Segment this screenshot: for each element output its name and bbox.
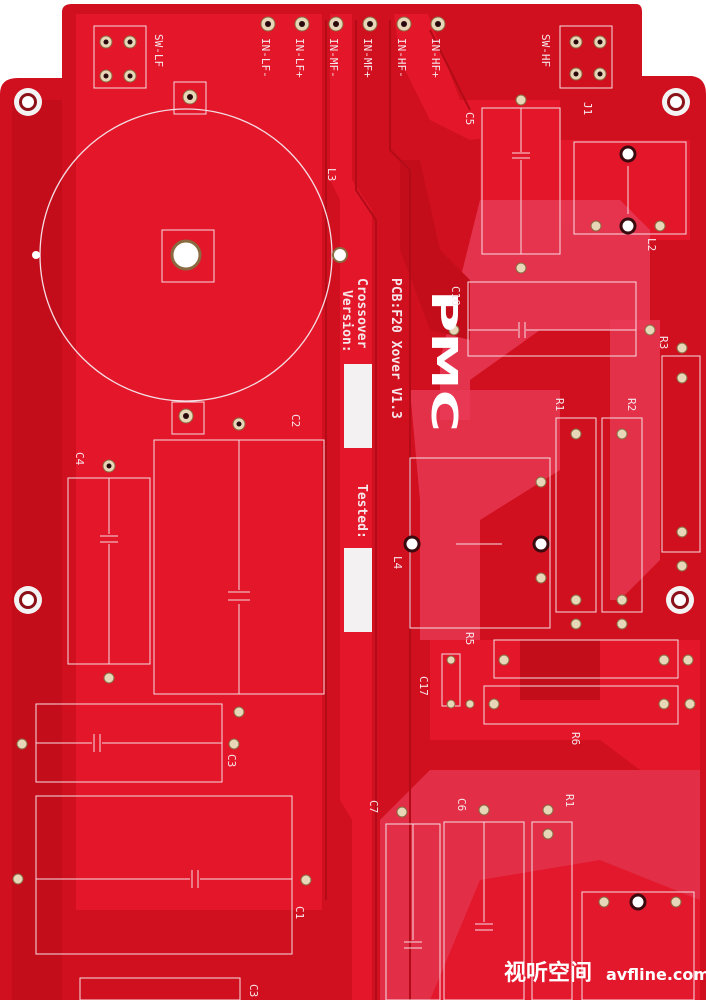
svg-text:IN-HF+: IN-HF+ bbox=[429, 38, 442, 78]
svg-text:L2: L2 bbox=[645, 238, 658, 251]
component-outlines bbox=[12, 94, 701, 1000]
tested-field bbox=[344, 548, 372, 632]
svg-text:R2: R2 bbox=[625, 398, 638, 411]
c5-label: C5 bbox=[463, 112, 476, 125]
input-label-hf-plus: IN-HF+ bbox=[429, 38, 442, 78]
r1-label: R1 bbox=[563, 794, 576, 807]
watermark-cn: 视听空间 bbox=[504, 960, 592, 986]
svg-text:IN-MF+: IN-MF+ bbox=[361, 38, 374, 78]
svg-text:C10: C10 bbox=[449, 286, 462, 306]
svg-text:IN-HF-: IN-HF- bbox=[395, 38, 408, 78]
svg-text:Version:: Version: bbox=[339, 290, 354, 353]
mounting-holes bbox=[14, 88, 694, 614]
switch-sw-hf bbox=[559, 25, 613, 89]
svg-text:R3: R3 bbox=[657, 336, 670, 349]
svg-text:C3: C3 bbox=[247, 984, 260, 997]
svg-text:L3: L3 bbox=[325, 168, 338, 181]
svg-text:C17: C17 bbox=[417, 676, 430, 696]
svg-text:R6: R6 bbox=[569, 732, 582, 745]
svg-text:IN-LF-: IN-LF- bbox=[259, 38, 272, 78]
svg-text:C4: C4 bbox=[73, 452, 86, 466]
svg-text:J1: J1 bbox=[581, 102, 594, 115]
traces bbox=[325, 20, 471, 1000]
j1-label: J1 bbox=[581, 102, 594, 115]
svg-text:C6: C6 bbox=[455, 798, 468, 811]
svg-text:R1: R1 bbox=[553, 398, 566, 411]
switch-sw-lf bbox=[93, 25, 147, 89]
svg-text:Tested:: Tested: bbox=[354, 484, 369, 539]
svg-text:C7: C7 bbox=[367, 800, 380, 813]
svg-text:Crossover: Crossover bbox=[354, 278, 369, 349]
svg-text:SW-LF: SW-LF bbox=[152, 34, 165, 67]
c6-label: C6 bbox=[455, 798, 468, 811]
svg-text:PCB:F20 Xover V1.3: PCB:F20 Xover V1.3 bbox=[388, 278, 403, 419]
svg-text:C3: C3 bbox=[225, 754, 238, 767]
c2-label: C2 bbox=[289, 414, 302, 427]
input-pads bbox=[260, 16, 446, 32]
sw-lf-label: SW-LF bbox=[152, 34, 165, 67]
input-label-mf-minus: IN-MF- bbox=[327, 38, 340, 78]
svg-text:PMC: PMC bbox=[423, 290, 464, 432]
c10-label: C10 bbox=[449, 286, 462, 306]
input-label-lf-plus: IN-LF+ bbox=[293, 38, 306, 78]
svg-text:SW-HF: SW-HF bbox=[539, 34, 552, 67]
pmc-logo: PMC bbox=[423, 290, 464, 432]
svg-text:R1: R1 bbox=[563, 794, 576, 807]
svg-text:IN-MF-: IN-MF- bbox=[327, 38, 340, 78]
c3b-label: C3 bbox=[247, 984, 260, 997]
input-label-mf-plus: IN-MF+ bbox=[361, 38, 374, 78]
svg-text:C1: C1 bbox=[293, 906, 306, 919]
sw-hf-label: SW-HF bbox=[539, 34, 552, 67]
l4-label: L4 bbox=[391, 556, 404, 570]
version-label: Version: bbox=[339, 290, 354, 353]
board-title: PCB:F20 Xover V1.3 bbox=[388, 278, 403, 419]
r3-label: R3 bbox=[657, 336, 670, 349]
svg-text:IN-LF+: IN-LF+ bbox=[293, 38, 306, 78]
input-label-lf-minus: IN-LF- bbox=[259, 38, 272, 78]
r4-label: R1 bbox=[553, 398, 566, 411]
l2-label: L2 bbox=[645, 238, 658, 251]
r2-label: R2 bbox=[625, 398, 638, 411]
watermark-site: avfline.com bbox=[606, 965, 706, 984]
l3-label: L3 bbox=[325, 168, 338, 181]
copper-pours bbox=[12, 14, 700, 1000]
c7-label: C7 bbox=[367, 800, 380, 813]
input-label-hf-minus: IN-HF- bbox=[395, 38, 408, 78]
c3-label: C3 bbox=[225, 754, 238, 767]
version-field bbox=[344, 364, 372, 448]
r5-label: R5 bbox=[463, 632, 476, 645]
c1-label: C1 bbox=[293, 906, 306, 919]
svg-text:R5: R5 bbox=[463, 632, 476, 645]
svg-text:C5: C5 bbox=[463, 112, 476, 125]
r6-label: R6 bbox=[569, 732, 582, 745]
svg-text:L4: L4 bbox=[391, 556, 404, 570]
c4-label: C4 bbox=[73, 452, 86, 466]
crossover-label: Crossover bbox=[354, 278, 369, 349]
tested-label: Tested: bbox=[354, 484, 369, 539]
c17-label: C17 bbox=[417, 676, 430, 696]
inductor-l3-outline bbox=[32, 81, 348, 435]
svg-text:C2: C2 bbox=[289, 414, 302, 427]
